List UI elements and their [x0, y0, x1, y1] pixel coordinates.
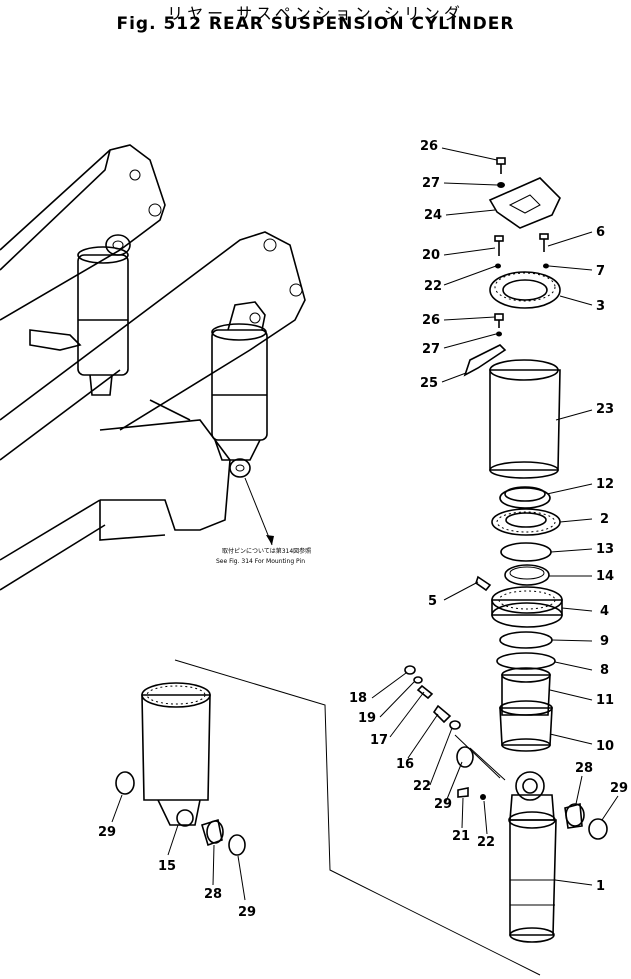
callout-7: 7: [596, 264, 605, 279]
callout-21: 21: [452, 829, 470, 844]
callout-19: 19: [358, 711, 376, 726]
callout-22: 22: [424, 279, 442, 294]
callout-9: 9: [600, 634, 609, 649]
frame-sketch: [0, 144, 306, 591]
callout-5: 5: [428, 594, 437, 609]
callout-13: 13: [596, 542, 614, 557]
callout-14: 14: [596, 569, 614, 584]
callout-1: 1: [596, 879, 605, 894]
callout-25: 25: [420, 376, 438, 391]
callout-3: 3: [596, 299, 605, 314]
callout-12: 12: [596, 477, 614, 492]
callout-29a: 29: [434, 797, 452, 812]
callout-28b: 28: [204, 887, 222, 902]
callout-22b: 22: [413, 779, 431, 794]
callout-22c: 22: [477, 835, 495, 850]
callout-29d: 29: [238, 905, 256, 920]
callout-20: 20: [422, 248, 440, 263]
callout-6: 6: [596, 225, 605, 240]
callout-29b: 29: [610, 781, 628, 796]
callout-labels: 26 27 24 20 6 22 7 3 26 27 25 23 12 2 13…: [98, 139, 628, 920]
callout-16: 16: [396, 757, 414, 772]
callout-15: 15: [158, 859, 176, 874]
callout-28a: 28: [575, 761, 593, 776]
callout-4: 4: [600, 604, 609, 619]
callout-24: 24: [424, 208, 442, 223]
callout-17: 17: [370, 733, 388, 748]
mounting-pin-note-jp: 取付ピンについては第314図参照: [222, 547, 311, 555]
callout-18: 18: [349, 691, 367, 706]
callout-2: 2: [600, 512, 609, 527]
exploded-parts: [115, 157, 608, 976]
callout-10: 10: [596, 739, 614, 754]
leader-lines: [111, 147, 619, 901]
figure-title: Fig. 512 REAR SUSPENSION CYLINDER: [116, 14, 515, 34]
callout-27: 27: [422, 176, 440, 191]
callout-29c: 29: [98, 825, 116, 840]
callout-8: 8: [600, 663, 609, 678]
callout-26b: 26: [422, 313, 440, 328]
mounting-pin-note-en: See Fig. 314 For Mounting Pin: [216, 558, 305, 565]
callout-27b: 27: [422, 342, 440, 357]
callout-11: 11: [596, 693, 614, 708]
japanese-title: リヤー サスペンション シリンダ: [167, 4, 464, 23]
callout-23: 23: [596, 402, 614, 417]
callout-26: 26: [420, 139, 438, 154]
